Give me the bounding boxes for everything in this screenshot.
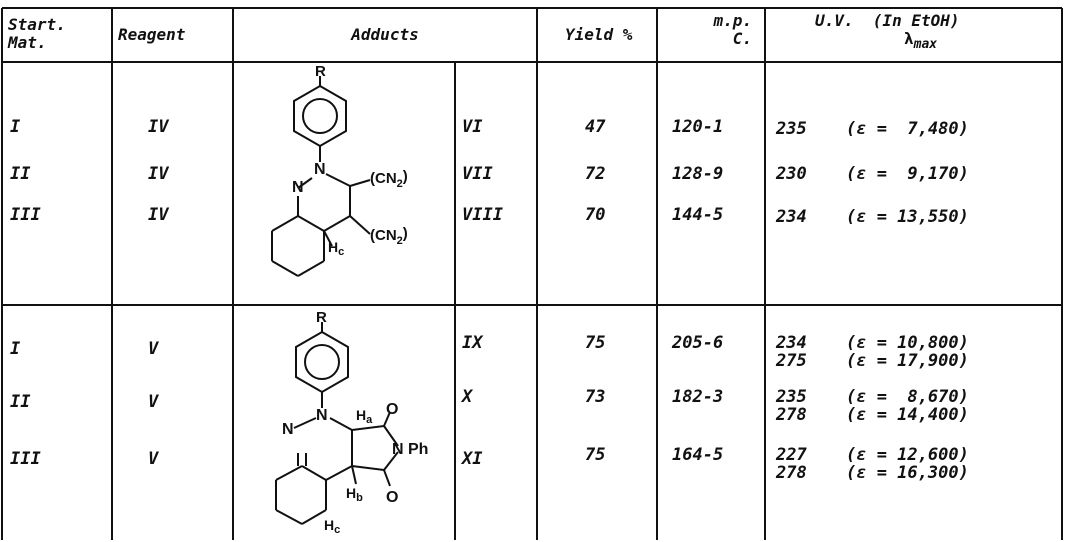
s1-struct-cn-bottom: (CN2) — [370, 225, 408, 247]
s1-row1-mp: 120-1 — [672, 117, 724, 137]
header-start-mat-1: Start. — [8, 15, 66, 34]
s1-struct-hc: Hc — [328, 239, 344, 258]
header-start-mat-2: Mat. — [8, 33, 47, 52]
adduct-structure-1: R N N (CN2) (CN2) Hc — [271, 66, 408, 277]
s1-row3-uv-nm: 234 — [776, 207, 807, 227]
s2-struct-hb: Hb — [346, 485, 363, 504]
s1-struct-cn-top: (CN2) — [370, 168, 408, 190]
s2-row1-start: I — [10, 339, 21, 359]
s1-row3-adduct: VIII — [462, 205, 503, 225]
s1-row3-yield: 70 — [585, 205, 606, 225]
s2-row3-uv1-nm: 227 — [776, 445, 807, 465]
s2-struct-o-top: O — [386, 401, 398, 418]
s2-struct-hc: Hc — [324, 517, 340, 536]
s1-struct-n2: N — [292, 179, 304, 196]
s2-row1-mp: 205-6 — [672, 333, 724, 353]
s1-row1-reagent: IV — [148, 117, 169, 137]
s2-row3-adduct: XI — [462, 449, 483, 469]
header-reagent: Reagent — [118, 25, 186, 44]
s1-row1-yield: 47 — [585, 117, 606, 137]
s2-row2-adduct: X — [462, 387, 473, 407]
lambda-max-subscript: max — [913, 37, 938, 52]
s2-row3-mp: 164-5 — [672, 445, 724, 465]
s1-row1-adduct: VI — [462, 117, 483, 137]
s2-row2-mp: 182-3 — [672, 387, 724, 407]
s2-row3-uv2-nm: 278 — [776, 463, 807, 483]
header-mp-1: m.p. — [713, 11, 752, 30]
s2-row2-uv1-nm: 235 — [776, 387, 807, 407]
s2-row1-uv1-nm: 234 — [776, 333, 807, 353]
s1-struct-n1: N — [314, 161, 326, 178]
s2-row1-yield: 75 — [585, 333, 606, 353]
s1-row1-start: I — [10, 117, 21, 137]
s2-row1-adduct: IX — [462, 333, 483, 353]
s2-row2-start: II — [10, 392, 31, 412]
s2-row2-reagent: V — [148, 392, 159, 412]
s1-row2-uv-eps: (ε = 9,170) — [846, 164, 969, 184]
lambda-symbol: λ — [904, 29, 914, 48]
s2-row2-yield: 73 — [585, 387, 606, 407]
header-adducts: Adducts — [351, 25, 419, 44]
s1-struct-r: R — [315, 66, 326, 80]
header-yield: Yield % — [565, 25, 633, 44]
s2-struct-ha: Ha — [356, 407, 373, 426]
s2-row2-uv1-eps: (ε = 8,670) — [846, 387, 969, 407]
s2-row1-reagent: V — [148, 339, 159, 359]
s1-row1-uv-nm: 235 — [776, 119, 807, 139]
s2-row3-uv2-eps: (ε = 16,300) — [846, 463, 969, 483]
s1-row3-start: III — [10, 205, 41, 225]
s2-row1-uv2-eps: (ε = 17,900) — [846, 351, 969, 371]
header-uv: U.V. (In EtOH) — [815, 11, 960, 30]
s2-row2-uv2-nm: 278 — [776, 405, 807, 425]
s2-struct-n1: N — [316, 407, 328, 424]
header-uv-lambda: λmax — [904, 30, 937, 54]
s2-row3-yield: 75 — [585, 445, 606, 465]
s2-struct-o-bottom: O — [386, 489, 398, 506]
s2-row3-uv1-eps: (ε = 12,600) — [846, 445, 969, 465]
s1-row2-mp: 128-9 — [672, 164, 724, 184]
s1-row3-mp: 144-5 — [672, 205, 724, 225]
s2-struct-nph: N Ph — [392, 441, 428, 458]
s2-row1-uv1-eps: (ε = 10,800) — [846, 333, 969, 353]
s1-row1-uv-eps: (ε = 7,480) — [846, 119, 969, 139]
s2-struct-r: R — [316, 309, 327, 326]
s1-row2-yield: 72 — [585, 164, 606, 184]
s2-row3-start: III — [10, 449, 41, 469]
s1-row2-reagent: IV — [148, 164, 169, 184]
header-mp-2: C. — [732, 29, 752, 48]
s1-row2-adduct: VII — [462, 164, 493, 184]
s1-row3-reagent: IV — [148, 205, 169, 225]
s2-row3-reagent: V — [148, 449, 159, 469]
s2-struct-n2: N — [282, 421, 294, 438]
s2-row2-uv2-eps: (ε = 14,400) — [846, 405, 969, 425]
s1-row2-uv-nm: 230 — [776, 164, 807, 184]
s1-row3-uv-eps: (ε = 13,550) — [846, 207, 969, 227]
s1-row2-start: II — [10, 164, 31, 184]
s2-row1-uv2-nm: 275 — [776, 351, 807, 371]
adduct-structure-2: R N N N Ph O O Ha Hb Hc — [275, 309, 428, 536]
